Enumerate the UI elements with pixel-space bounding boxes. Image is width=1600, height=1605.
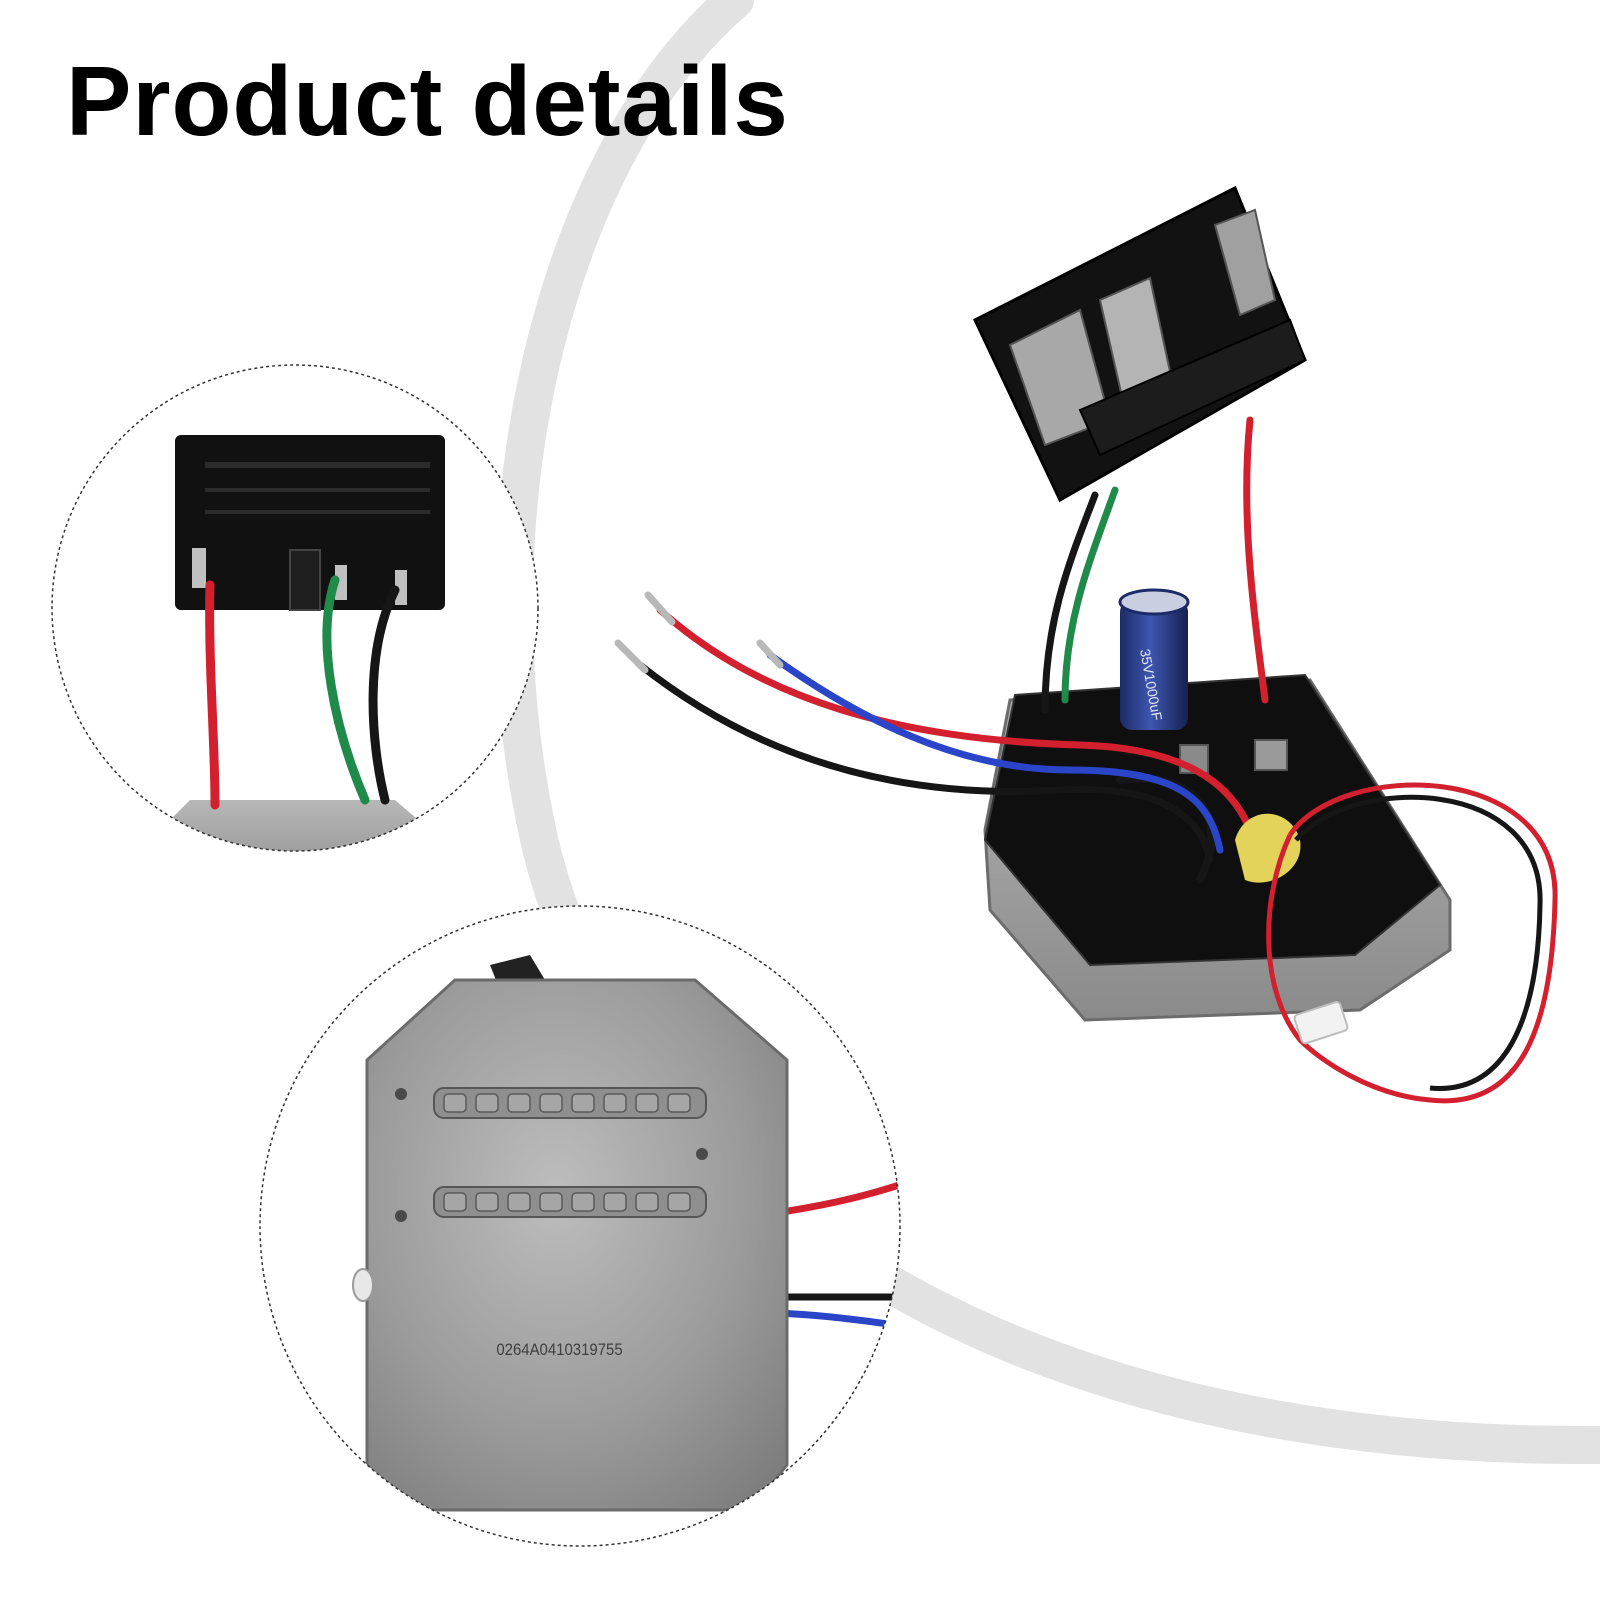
inset-red-wire-2 xyxy=(774,1179,900,1217)
page-title: Product details xyxy=(66,46,789,156)
inset-black-connector xyxy=(175,435,445,610)
yellow-glue xyxy=(1235,813,1301,883)
inset-housing-back: 0264A0410319755 xyxy=(259,905,901,1547)
red-wire xyxy=(1243,416,1269,704)
inset-connector-closeup xyxy=(51,364,539,852)
black-switch-connector xyxy=(973,185,1307,503)
aluminium-back-plate xyxy=(365,978,789,1512)
loose-wire-bundle xyxy=(614,591,1254,864)
led-wire-loop xyxy=(1266,782,1558,1104)
background-arc xyxy=(494,0,1600,1465)
inset-green-wire xyxy=(322,575,370,805)
black-wire xyxy=(1041,491,1099,714)
serial-number: 0264A0410319755 xyxy=(496,1341,622,1359)
heatsink-rib-row xyxy=(433,1087,707,1119)
inset-black-wire xyxy=(368,585,400,805)
capacitor: 35V1000uF xyxy=(1118,588,1190,730)
white-jst-plug xyxy=(1293,1001,1349,1045)
inset-housing-edge xyxy=(160,800,430,851)
green-wire xyxy=(1061,486,1119,704)
transistor-pad xyxy=(1254,739,1288,771)
main-product-photo: 35V1000uF xyxy=(614,185,1558,1104)
inset-red-wire xyxy=(205,580,220,810)
heatsink-rib-row xyxy=(433,1186,707,1218)
